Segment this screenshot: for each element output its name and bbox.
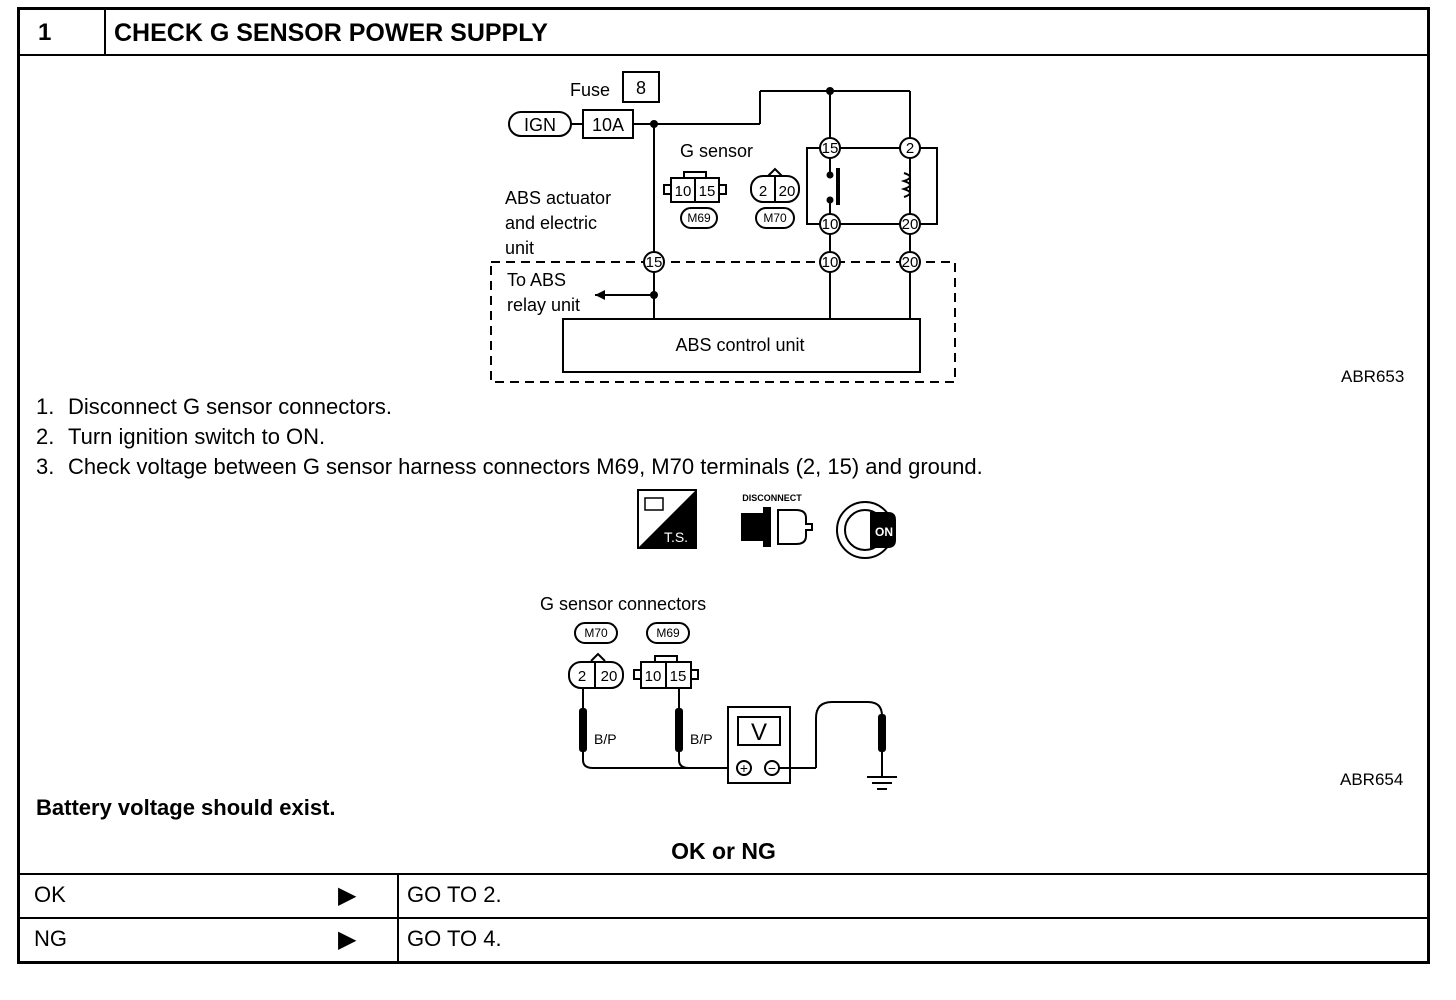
step-header: 1 CHECK G SENSOR POWER SUPPLY bbox=[20, 10, 1427, 56]
m70-terminal-20: 20 bbox=[601, 668, 618, 685]
g-sensor-connectors-title: G sensor connectors bbox=[540, 594, 706, 614]
tool-icons: T.S. DISCONNECT ON bbox=[637, 489, 896, 559]
step-number: 1 bbox=[20, 10, 106, 54]
abs-actuator-line-1: ABS actuator bbox=[505, 188, 611, 208]
step-title: CHECK G SENSOR POWER SUPPLY bbox=[114, 19, 548, 47]
m70-terminal-2: 2 bbox=[578, 668, 586, 685]
ok-ng-title: OK or NG bbox=[671, 838, 776, 864]
step-item: 2.Turn ignition switch to ON. bbox=[36, 424, 326, 449]
disconnect-icon: DISCONNECT bbox=[741, 493, 813, 547]
result-row-ng: NG ▶ GO TO 4. bbox=[20, 919, 1427, 961]
arrow-right-icon: ▶ bbox=[338, 882, 357, 909]
result-label: NG bbox=[34, 926, 67, 951]
column-divider bbox=[397, 875, 399, 917]
m69-terminal-15: 15 bbox=[699, 183, 716, 200]
m69-terminal-15: 15 bbox=[670, 668, 687, 685]
m70-connector-label: M70 bbox=[763, 211, 787, 225]
column-divider bbox=[397, 919, 399, 961]
procedure-box: 1 CHECK G SENSOR POWER SUPPLY bbox=[17, 7, 1430, 964]
step-item: 3.Check voltage between G sensor harness… bbox=[36, 454, 983, 479]
wire-label-2: B/P bbox=[690, 731, 713, 747]
abs-actuator-line-3: unit bbox=[505, 238, 534, 258]
pin-2-relay: 2 bbox=[906, 140, 914, 157]
ign-label: IGN bbox=[524, 115, 556, 135]
g-sensor-label: G sensor bbox=[680, 141, 753, 161]
spec-text: Battery voltage should exist. bbox=[36, 795, 336, 820]
ts-label: T.S. bbox=[664, 529, 688, 545]
pin-20-unit: 20 bbox=[902, 254, 919, 271]
result-action: GO TO 4. bbox=[407, 926, 502, 951]
to-abs-line-1: To ABS bbox=[507, 270, 566, 290]
result-label: OK bbox=[34, 882, 66, 907]
to-abs-line-2: relay unit bbox=[507, 295, 580, 315]
fuse-number: 8 bbox=[636, 78, 646, 98]
ok-ng-header: OK or NG bbox=[20, 830, 1427, 875]
m69-terminal-10: 10 bbox=[645, 668, 662, 685]
step-item: 1.Disconnect G sensor connectors. bbox=[36, 394, 393, 419]
disconnect-label: DISCONNECT bbox=[742, 493, 802, 503]
ref-code-1: ABR653 bbox=[1341, 367, 1405, 386]
abs-control-unit-label: ABS control unit bbox=[675, 335, 804, 355]
pin-10-unit: 10 bbox=[822, 254, 839, 271]
pin-20-relay: 20 bbox=[902, 216, 919, 233]
arrow-right-icon: ▶ bbox=[338, 926, 357, 953]
ts-icon: T.S. bbox=[637, 489, 697, 549]
minus-terminal-icon: − bbox=[768, 760, 776, 776]
pin-10-relay: 10 bbox=[822, 216, 839, 233]
instruction-steps: 1.Disconnect G sensor connectors. 2.Turn… bbox=[36, 392, 983, 482]
plus-terminal-icon: + bbox=[740, 760, 748, 776]
wire-label-1: B/P bbox=[594, 731, 617, 747]
measurement-diagram: G sensor connectors bbox=[540, 594, 897, 790]
m69-connector-label: M69 bbox=[687, 211, 711, 225]
m69-terminal-10: 10 bbox=[675, 183, 692, 200]
m70-label: M70 bbox=[584, 626, 608, 640]
voltmeter-label: V bbox=[751, 719, 767, 746]
on-label: ON bbox=[875, 525, 893, 539]
ref-code-2: ABR654 bbox=[1340, 770, 1404, 789]
result-action: GO TO 2. bbox=[407, 882, 502, 907]
fuse-label: Fuse bbox=[570, 80, 610, 100]
pin-15-unit: 15 bbox=[646, 254, 663, 271]
m70-terminal-2: 2 bbox=[759, 183, 767, 200]
result-row-ok: OK ▶ GO TO 2. bbox=[20, 875, 1427, 919]
circuit-diagram: 15 2 10 20 15 10 20 Fuse 8 IGN 10A G sen… bbox=[490, 71, 956, 383]
m69-label: M69 bbox=[656, 626, 680, 640]
m70-terminal-20: 20 bbox=[779, 183, 796, 200]
pin-15-relay: 15 bbox=[822, 140, 839, 157]
ignition-on-icon: ON bbox=[836, 501, 896, 559]
fuse-rating: 10A bbox=[592, 115, 624, 135]
abs-actuator-line-2: and electric bbox=[505, 213, 597, 233]
